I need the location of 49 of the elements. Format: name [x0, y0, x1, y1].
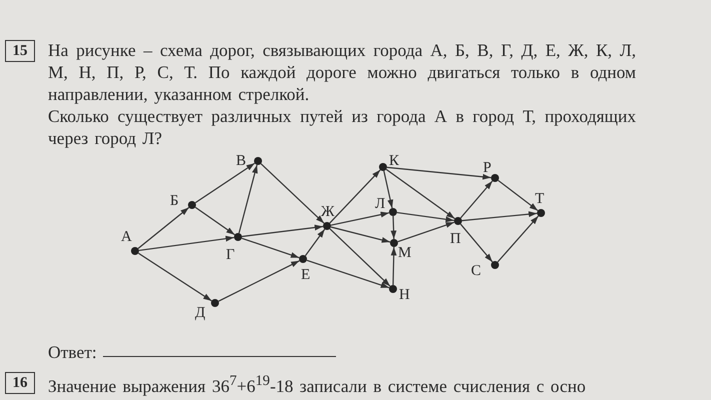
question-number: 16 [5, 372, 35, 394]
road-arrow [218, 260, 300, 302]
road-arrow [138, 207, 190, 249]
road-arrow [306, 260, 390, 288]
road-arrow [383, 170, 394, 208]
road-arrow [330, 212, 390, 226]
question-number: 15 [5, 40, 35, 62]
city-label: К [389, 153, 400, 169]
city-label: П [450, 231, 461, 247]
road-arrow [194, 206, 236, 236]
city-label: Е [301, 267, 310, 283]
city-label: А [121, 229, 132, 245]
road-arrow [462, 211, 538, 222]
city-label: Б [170, 193, 179, 209]
city-label: М [398, 245, 412, 261]
road-arrow [329, 169, 381, 224]
road-arrow [138, 236, 234, 252]
city-label: В [236, 153, 246, 169]
road-arrow [260, 163, 324, 224]
road-arrow [329, 228, 391, 287]
road-arrow [242, 224, 324, 238]
road-arrow [138, 252, 212, 302]
road-arrow [304, 228, 326, 256]
road-arrow [195, 162, 255, 204]
city-label: Г [226, 247, 235, 263]
city-label: Д [195, 305, 206, 321]
road-arrow [238, 164, 258, 234]
answer-label: Ответ: [48, 341, 98, 363]
road-arrow [398, 222, 454, 242]
road-arrow [330, 226, 390, 243]
question-text: Значение выражения 36$^{7}$+6$^{19}$-18 записали в системе счисления с осно [48, 372, 587, 397]
road-arrow [497, 216, 539, 262]
city-label: Ж [321, 204, 334, 220]
road-arrow [390, 216, 397, 240]
road-arrow [386, 168, 456, 220]
city-label: Р [483, 160, 492, 176]
road-arrow [390, 246, 397, 286]
city-label: С [471, 263, 482, 279]
city-label: Т [535, 191, 544, 207]
road-arrow [460, 180, 493, 218]
road-arrow [460, 224, 493, 262]
city-label: Л [375, 196, 386, 212]
road-arrow [242, 238, 300, 258]
question-text: На рисунке – схема дорог, связывающих города А, Б, В, Г, Д, Е, Ж, К, Л, М, Н, П, Р, С, Т. По каждой дороге можно двигаться только в одном направлении, указанном стрелкой. [48, 39, 636, 105]
road-arrow [498, 180, 538, 212]
question-text: Сколько существует различных путей из города А в город Т, проходящих через город Л? [48, 105, 636, 149]
city-label: Н [399, 287, 410, 303]
road-arrow [396, 212, 454, 222]
road-arrow [386, 166, 492, 180]
